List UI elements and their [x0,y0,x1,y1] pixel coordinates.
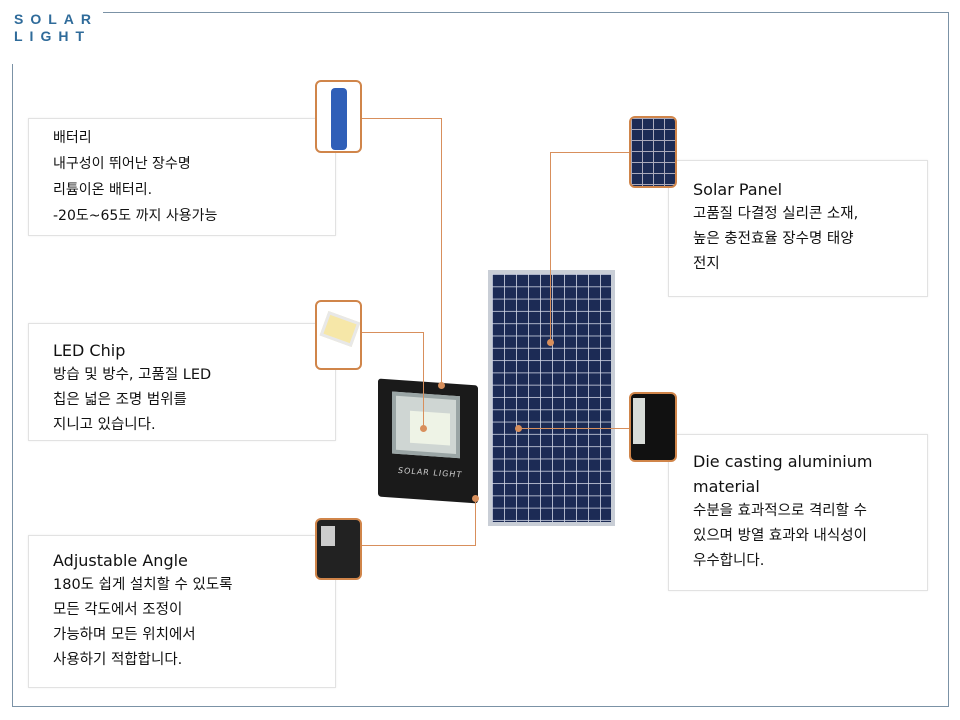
feature-line: 가능하며 모든 위치에서 [53,627,196,643]
feature-battery: 배터리 내구성이 뛰어난 장수명 리튬이온 배터리. -20도~65도 까지 사… [28,118,336,236]
feature-line: 높은 충전효율 장수명 태양 [693,231,854,247]
bracket-icon [315,518,362,580]
feature-line: 사용하기 적합합니다. [53,652,183,668]
product-label: SOLAR LIGHT [398,465,463,480]
feature-die-casting: Die casting aluminium material 수분을 효과적으로… [668,434,928,591]
feature-title: Solar Panel [693,180,783,199]
feature-line: 고품질 다결정 실리콘 소재, [693,206,859,222]
frame-top [103,12,949,13]
logo-line1: SOLAR [14,11,98,27]
frame-right [948,12,949,707]
feature-solar-panel: Solar Panel 고품질 다결정 실리콘 소재, 높은 충전효율 장수명 … [668,160,928,297]
feature-line: 180도 쉽게 설치할 수 있도록 [53,577,233,593]
frame-bottom [12,706,949,707]
feature-line: 수분을 효과적으로 격리할 수 [693,503,867,519]
feature-title: 배터리 [53,130,92,146]
battery-icon [315,80,362,153]
feature-line: 리튬이온 배터리. [53,182,153,198]
feature-line: 모든 각도에서 조정이 [53,602,183,618]
feature-title: Adjustable Angle [53,551,188,570]
housing-icon [629,392,677,462]
feature-line: 우수합니다. [693,553,765,569]
solar-cell-icon [629,116,677,188]
feature-line: 있으며 방열 효과와 내식성이 [693,528,867,544]
feature-led-chip: LED Chip 방습 및 방수, 고품질 LED 칩은 넓은 조명 범위를 지… [28,323,336,441]
logo-line2: LIGHT [14,28,91,44]
feature-title: Die casting aluminium [693,452,873,471]
flood-light-image: SOLAR LIGHT [378,378,478,504]
feature-line: -20도~65도 까지 사용가능 [53,208,218,224]
frame-left [12,64,13,707]
feature-line: 지니고 있습니다. [53,417,156,433]
feature-adjustable-angle: Adjustable Angle 180도 쉽게 설치할 수 있도록 모든 각도… [28,535,336,688]
led-chip-icon [315,300,362,370]
feature-line: 칩은 넓은 조명 범위를 [53,392,187,408]
feature-line: material [693,477,760,496]
feature-line: 내구성이 뛰어난 장수명 [53,156,191,172]
feature-title: LED Chip [53,341,126,360]
feature-line: 전지 [693,256,720,272]
solar-panel-image [488,270,615,526]
feature-line: 방습 및 방수, 고품질 LED [53,367,212,383]
